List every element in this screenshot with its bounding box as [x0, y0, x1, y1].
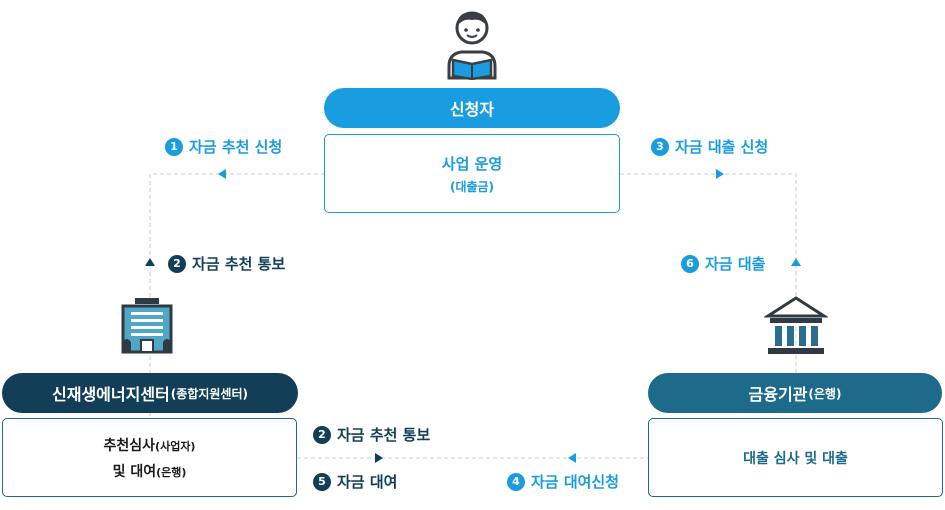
bank-building-icon — [762, 296, 830, 356]
step-1: 1 자금 추천 신청 — [165, 136, 282, 157]
bank-box-text: 대출 심사 및 대출 — [743, 450, 848, 467]
office-building-icon — [117, 296, 179, 354]
person-reading-icon — [441, 4, 503, 81]
center-pill: 신재생에너지센터(종합지원센터) — [2, 373, 298, 413]
center-box-line1-sub: (사업자) — [155, 439, 196, 453]
step-6: 6 자금 대출 — [681, 253, 765, 274]
step-1-label: 자금 추천 신청 — [189, 138, 283, 156]
step-1-number: 1 — [165, 137, 183, 156]
applicant-pill: 신청자 — [324, 88, 620, 128]
step-5-number: 5 — [313, 472, 331, 491]
step-4-label: 자금 대여신청 — [531, 473, 620, 491]
arrow-left-applicant — [218, 169, 226, 179]
step-2-bottom-label: 자금 추천 통보 — [337, 426, 431, 444]
center-title-sub: (종합지원센터) — [170, 386, 248, 401]
bank-pill: 금융기관(은행) — [648, 373, 942, 413]
step-2-bottom: 2 자금 추천 통보 — [313, 424, 430, 445]
step-3: 3 자금 대출 신청 — [651, 136, 768, 157]
applicant-box-line2: (대출금) — [449, 179, 495, 194]
arrow-right-bottom — [375, 453, 383, 463]
center-box-line1: 추천심사(사업자) — [104, 435, 196, 455]
step-2-left-label: 자금 추천 통보 — [192, 255, 286, 273]
center-box-line2-main: 및 대여 — [112, 463, 157, 480]
step-2-left: 2 자금 추천 통보 — [168, 253, 285, 274]
step-4: 4 자금 대여신청 — [507, 471, 619, 492]
center-box: 추천심사(사업자) 및 대여(은행) — [2, 418, 297, 497]
applicant-box-line1: 사업 운영 — [441, 154, 503, 173]
step-4-number: 4 — [507, 472, 525, 491]
applicant-box: 사업 운영 (대출금) — [324, 134, 620, 213]
applicant-title: 신청자 — [449, 100, 495, 119]
step-3-label: 자금 대출 신청 — [675, 138, 769, 156]
step-6-number: 6 — [681, 254, 699, 273]
arrow-left-bottom — [568, 453, 576, 463]
center-box-line2: 및 대여(은행) — [113, 461, 187, 481]
bank-title-sub: (은행) — [808, 386, 842, 401]
step-2-bottom-number: 2 — [313, 425, 331, 444]
arrow-up-center — [145, 258, 155, 266]
center-box-line2-sub: (은행) — [156, 465, 187, 479]
step-2-left-number: 2 — [168, 254, 186, 273]
step-5-label: 자금 대여 — [337, 473, 398, 491]
step-5: 5 자금 대여 — [313, 471, 397, 492]
arrow-right-applicant — [716, 169, 724, 179]
step-6-label: 자금 대출 — [705, 255, 766, 273]
bank-box: 대출 심사 및 대출 — [648, 418, 943, 497]
step-3-number: 3 — [651, 137, 669, 156]
center-box-line1-main: 추천심사 — [103, 437, 156, 454]
bank-title: 금융기관 — [748, 385, 808, 404]
arrow-up-bank — [791, 258, 801, 266]
center-title: 신재생에너지센터 — [52, 385, 170, 404]
